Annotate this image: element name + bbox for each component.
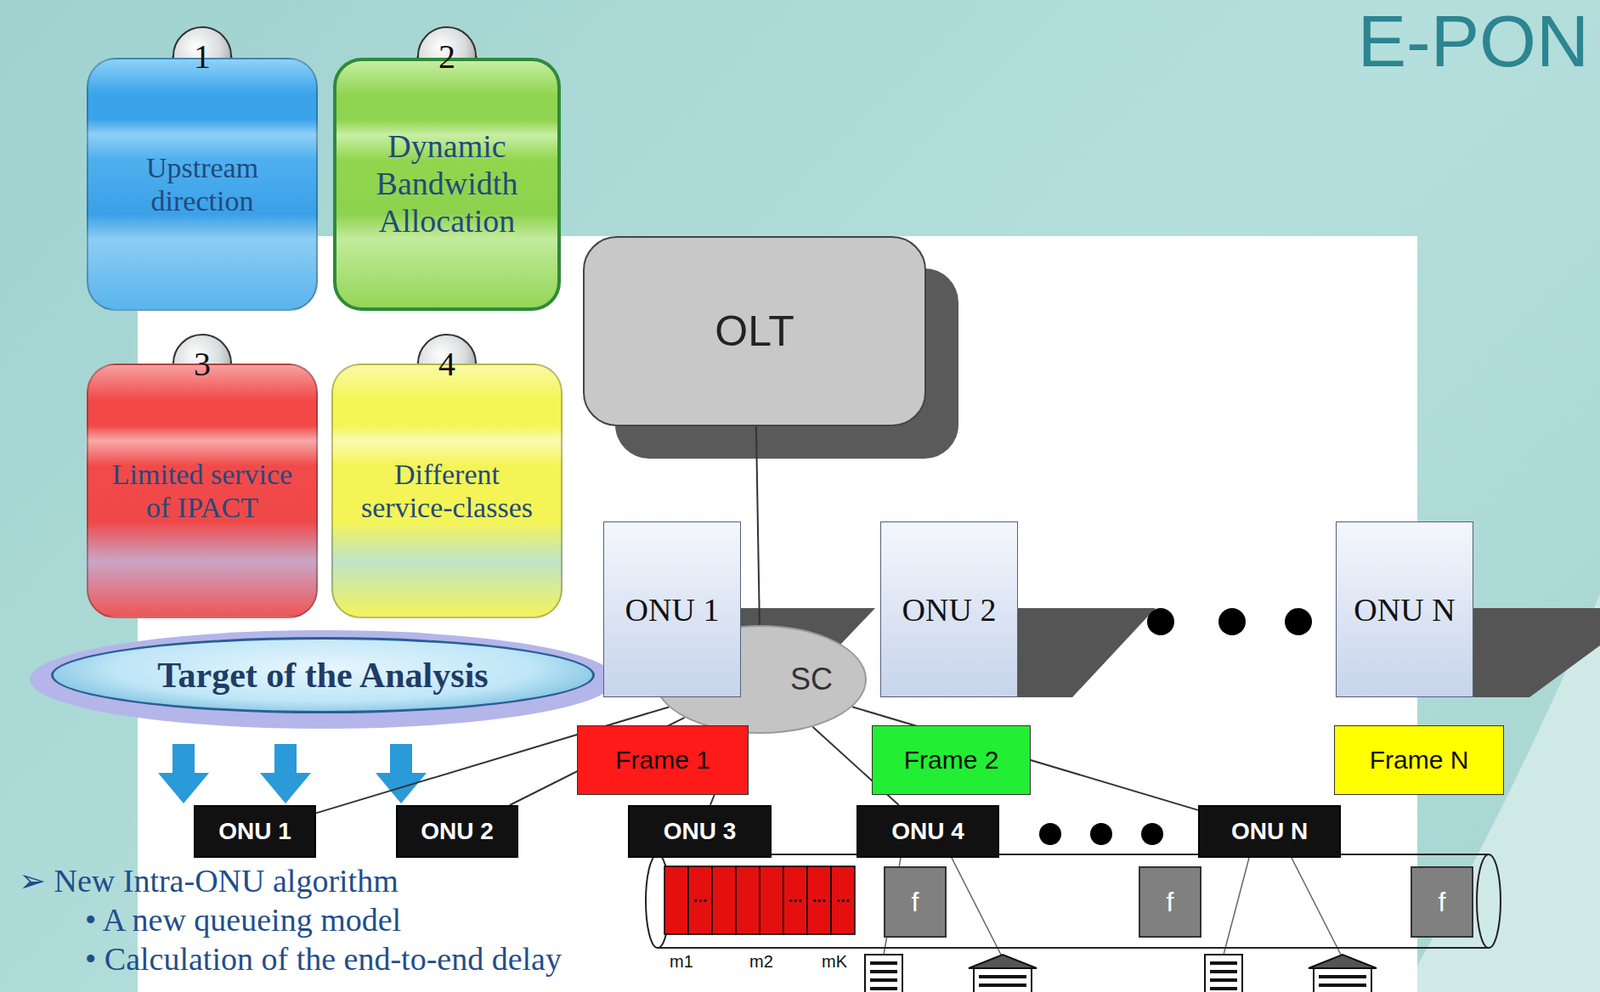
node-text: Different service-classes (344, 457, 549, 525)
feature-box: Limited service of IPACT (86, 363, 318, 619)
onu-box: ONU 1 (603, 521, 741, 698)
feature-box: Different service-classes (331, 363, 563, 619)
queue-dots: ... (783, 885, 808, 908)
frame-slot: f (1138, 866, 1202, 939)
onu-box: ONU 4 (856, 805, 1000, 859)
buildings (865, 955, 1377, 992)
queue-dots: ... (807, 885, 832, 908)
node-text: OLT (714, 306, 795, 357)
bullet-text: • A new queueing model (84, 900, 402, 940)
onu-box: ONU N (1198, 805, 1341, 859)
node-text: ONU 2 (902, 591, 997, 629)
node-text: ONU N (1353, 591, 1455, 629)
onu-box: ONU 1 (193, 805, 317, 859)
node-text: f (911, 887, 920, 919)
onu-box: ONU 3 (627, 805, 772, 859)
onu-box: ONU N (1335, 521, 1474, 698)
node-text: f (1166, 887, 1175, 919)
down-arrows (158, 744, 427, 804)
onu-shadow (1473, 608, 1600, 698)
queue-label: m2 (744, 951, 779, 973)
node-text: f (1438, 887, 1447, 919)
frame-box: Frame 2 (871, 725, 1031, 796)
node-text: Upstream direction (100, 151, 305, 218)
callout-number: 1 (171, 25, 233, 87)
node-text: SC (790, 661, 833, 698)
queue-label: mK (817, 951, 852, 973)
node-text: Frame 1 (615, 746, 711, 775)
bullet-text: ➢ New Intra-ONU algorithm (18, 861, 399, 901)
onu-box: ONU 2 (395, 805, 519, 859)
node-text: ONU 1 (625, 591, 720, 629)
node-text: ONU 4 (891, 818, 965, 846)
queue-dots: ... (831, 885, 855, 908)
queue-label: m1 (664, 951, 699, 973)
node-text: Frame 2 (904, 746, 1000, 775)
node-text: Target of the Analysis (157, 655, 488, 696)
queue-dots: ... (688, 885, 713, 908)
target-glow (29, 630, 617, 730)
node-text: Dynamic Bandwidth Allocation (348, 128, 546, 240)
access-lines (883, 858, 1343, 959)
feature-box: Dynamic Bandwidth Allocation (333, 57, 561, 311)
node-text: ONU 1 (218, 818, 292, 846)
fiber-line (756, 426, 760, 626)
queue-cells (664, 866, 855, 935)
slide-title: E-PON (1257, 0, 1589, 82)
node-text: ONU 2 (420, 818, 494, 846)
callout-number: 3 (171, 333, 233, 395)
onu-shadow (1017, 608, 1156, 698)
feature-box: Upstream direction (86, 57, 318, 311)
olt-box: OLT (582, 236, 927, 427)
fiber-line (852, 706, 1199, 811)
node-text: Frame N (1369, 746, 1470, 775)
bullet-text: • Calculation of the end-to-end delay (84, 939, 562, 979)
node-text: ONU N (1231, 818, 1308, 846)
queue-tube (645, 854, 1501, 949)
callout-number: 4 (416, 333, 478, 395)
frame-slot: f (1410, 866, 1474, 939)
frame-box: Frame N (1334, 725, 1504, 796)
onu-box: ONU 2 (880, 521, 1018, 698)
callout-number: 2 (416, 25, 478, 87)
node-text: ONU 3 (663, 818, 737, 846)
node-text: Limited service of IPACT (100, 457, 305, 525)
target-ellipse: Target of the Analysis (50, 637, 595, 714)
frame-box: Frame 1 (576, 725, 749, 796)
frame-slot: f (883, 866, 947, 939)
